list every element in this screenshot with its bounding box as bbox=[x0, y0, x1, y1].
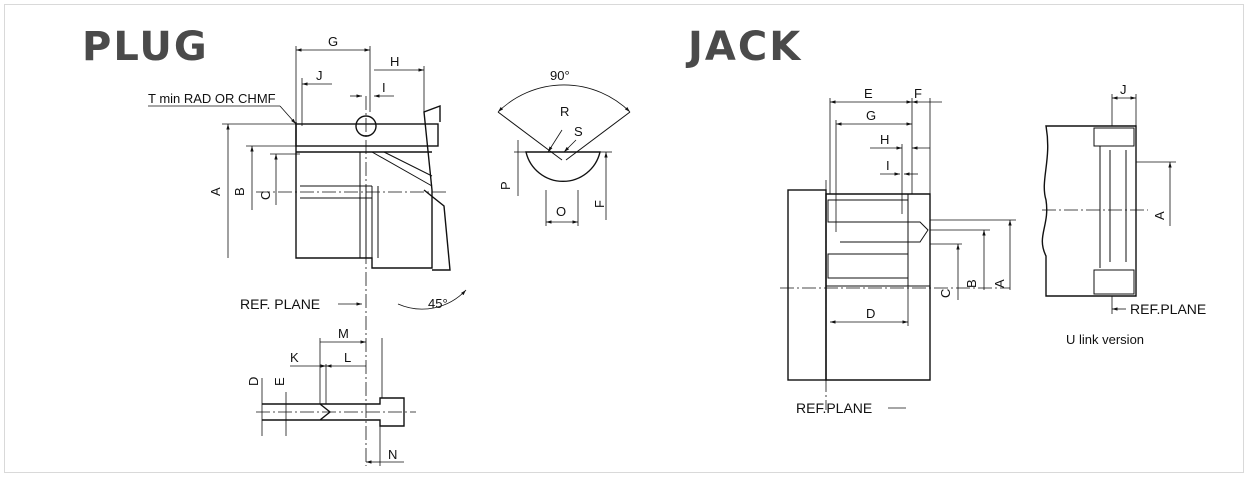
plug-dim-N: N bbox=[388, 447, 397, 462]
plug-dim-I: I bbox=[382, 80, 386, 95]
plug-dim-M: M bbox=[338, 326, 349, 341]
plug-ref-plane: REF. PLANE bbox=[240, 296, 320, 312]
plug-angle-45: 45° bbox=[428, 296, 448, 311]
jack-dim-A: A bbox=[992, 279, 1007, 288]
drawing-frame bbox=[4, 4, 1244, 473]
jack-dim-B: B bbox=[964, 279, 979, 288]
jack-ref-plane: REF.PLANE bbox=[796, 400, 872, 416]
plug-body-outline bbox=[295, 104, 441, 269]
jack-dim-H: H bbox=[880, 132, 889, 147]
detail-O: O bbox=[556, 204, 566, 219]
plug-dim-C: C bbox=[258, 191, 273, 200]
jack-dim-C: C bbox=[938, 289, 953, 298]
plug-title: PLUG bbox=[82, 24, 209, 70]
detail-section bbox=[525, 151, 601, 183]
jack-dim-F: F bbox=[914, 86, 922, 101]
plug-dim-D: D bbox=[246, 377, 261, 386]
plug-dim-H: H bbox=[390, 54, 399, 69]
ulink-ref-plane: REF.PLANE bbox=[1130, 301, 1206, 317]
plug-dim-A: A bbox=[208, 187, 223, 196]
plug-hatched-section bbox=[295, 123, 439, 147]
plug-tmin-note: T min RAD OR CHMF bbox=[148, 91, 276, 106]
jack-dim-I: I bbox=[886, 158, 890, 173]
plug-dim-J: J bbox=[316, 68, 323, 83]
detail-angle-90: 90° bbox=[550, 68, 570, 83]
jack-drawing: E F G H I D C B A REF.PLANE bbox=[780, 86, 1016, 416]
jack-title: JACK bbox=[688, 24, 803, 70]
plug-dim-K: K bbox=[290, 350, 299, 365]
ulink-outline bbox=[1041, 125, 1137, 297]
ulink-dim-J: J bbox=[1120, 82, 1127, 97]
detail-drawing: 90° R S P O F bbox=[497, 68, 631, 226]
ulink-dim-A: A bbox=[1152, 211, 1167, 220]
plug-dim-E: E bbox=[272, 377, 287, 386]
jack-panel bbox=[787, 189, 827, 381]
plug-dim-L: L bbox=[344, 350, 351, 365]
plug-drawing: G J H I T min RAD OR CHMF A B C REF. PLA… bbox=[148, 34, 467, 466]
plug-dim-G: G bbox=[328, 34, 338, 49]
jack-dim-E: E bbox=[864, 86, 873, 101]
detail-P: P bbox=[498, 181, 513, 190]
detail-R: R bbox=[560, 104, 569, 119]
ulink-caption: U link version bbox=[1066, 332, 1144, 347]
jack-dim-D: D bbox=[866, 306, 875, 321]
plug-dim-B: B bbox=[232, 187, 247, 196]
ulink-drawing: J A REF.PLANE U link version bbox=[1041, 82, 1206, 347]
jack-dim-G: G bbox=[866, 108, 876, 123]
detail-S: S bbox=[574, 124, 583, 139]
detail-F: F bbox=[592, 200, 607, 208]
